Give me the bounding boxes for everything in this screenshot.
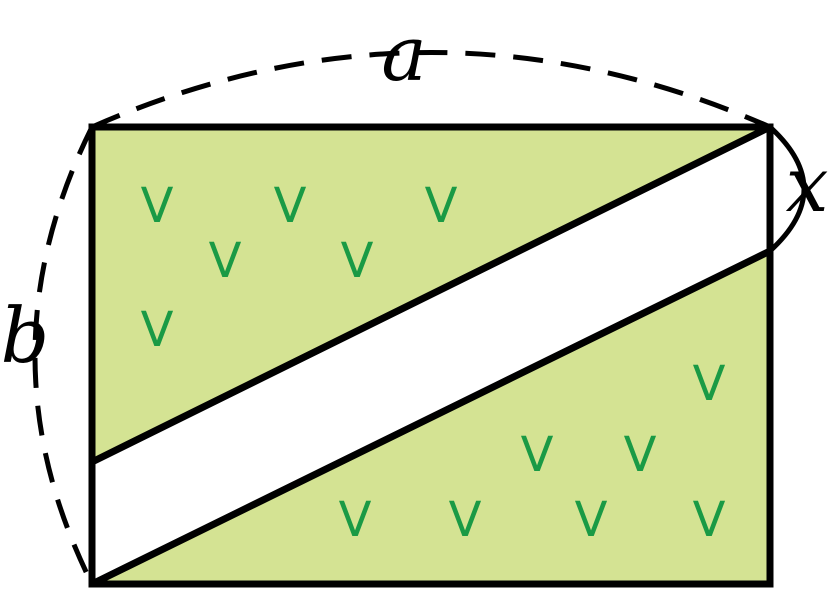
grass-mark: V	[693, 356, 726, 412]
grass-mark: V	[425, 178, 458, 234]
dimension-arc-a	[90, 50, 772, 130]
grass-mark: V	[274, 178, 307, 234]
label-x: x	[786, 140, 829, 229]
dimension-arc-b	[32, 125, 95, 586]
grass-mark: V	[209, 233, 242, 289]
grass-mark: V	[141, 302, 174, 358]
grass-mark: V	[521, 427, 554, 483]
field-rectangle-outline	[88, 123, 774, 588]
label-a: a	[381, 9, 426, 98]
grass-mark: V	[575, 492, 608, 548]
label-b: b	[1, 291, 50, 380]
grass-mark: V	[624, 427, 657, 483]
grass-mark: V	[449, 492, 482, 548]
dimension-arc-x	[768, 125, 807, 253]
diagonal-road	[92, 127, 770, 584]
grass-mark: V	[339, 492, 372, 548]
grass-mark: V	[693, 492, 726, 548]
grass-mark: V	[141, 178, 174, 234]
road-upper-edge	[88, 123, 774, 466]
road-lower-edge	[88, 247, 774, 588]
grass-mark: V	[341, 233, 374, 289]
grass-marks: V V V V V V V V V V V V V V	[141, 178, 726, 548]
